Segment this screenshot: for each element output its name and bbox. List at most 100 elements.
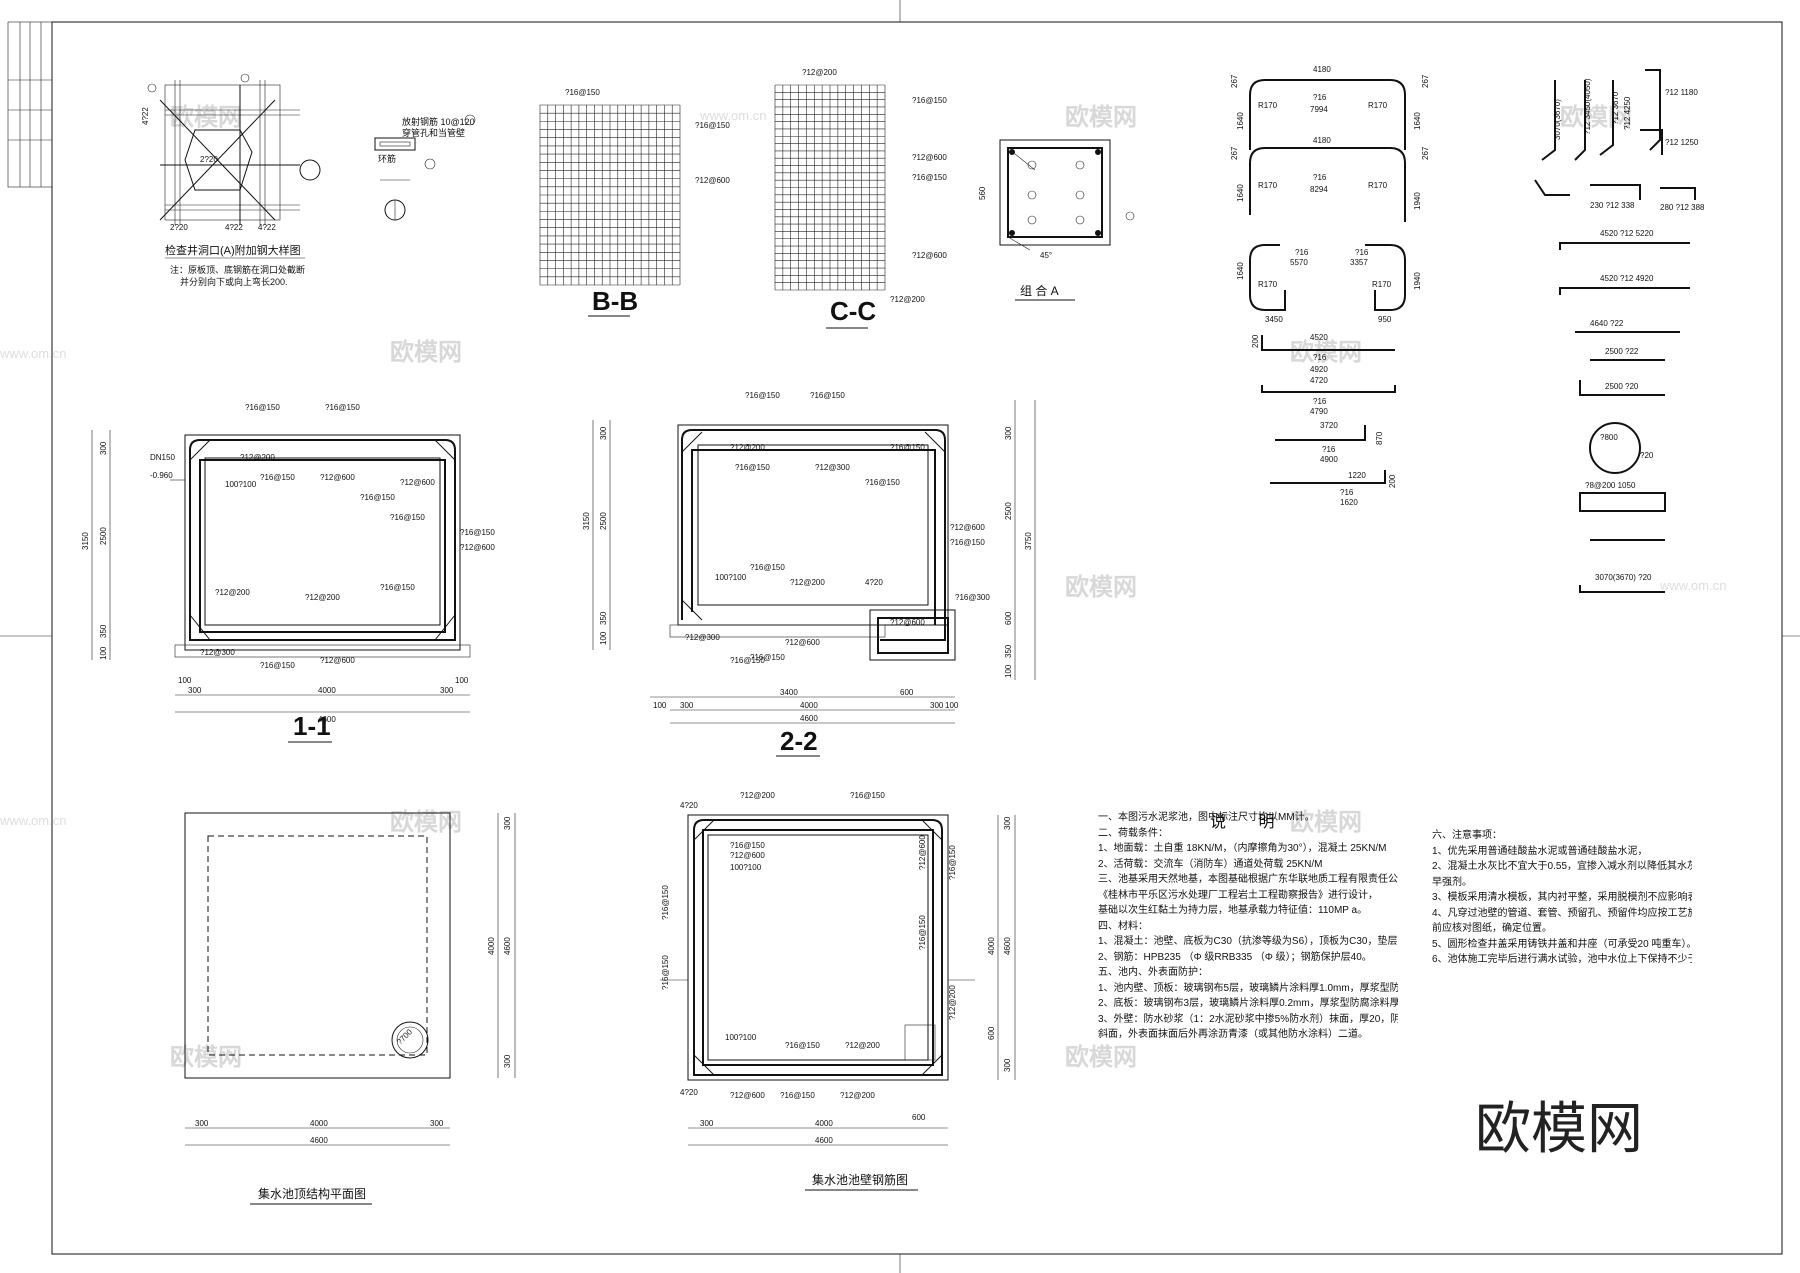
dim-label: 4?22 <box>258 223 276 232</box>
watermark-layer: 欧模网 欧模网 欧模网 欧模网 欧模网 欧模网 欧模网 欧模网 欧模网 欧模网 … <box>0 103 1726 1160</box>
svg-text:1640: 1640 <box>1236 112 1245 130</box>
svg-text:5570: 5570 <box>1290 258 1308 267</box>
bar-label: ?12@200 <box>890 295 925 304</box>
note-line: 《桂林市平乐区污水处理厂工程岩土工程勘察报告》进行设计， <box>1098 889 1378 901</box>
svg-text:2500 ?22: 2500 ?22 <box>1605 347 1639 356</box>
svg-text:100: 100 <box>99 646 108 660</box>
svg-text:100?100: 100?100 <box>715 573 747 582</box>
svg-text:300: 300 <box>1004 426 1013 440</box>
watermark: 欧模网 <box>1065 103 1137 131</box>
svg-text:?16@150: ?16@150 <box>360 493 395 502</box>
svg-text:?12@200: ?12@200 <box>215 588 250 597</box>
watermark: 欧模网 <box>1065 573 1137 601</box>
svg-text:R170: R170 <box>1368 181 1388 190</box>
dim-label: 2?20 <box>200 155 218 164</box>
svg-text:?16@150: ?16@150 <box>890 443 925 452</box>
svg-text:3750: 3750 <box>1024 532 1033 550</box>
svg-text:?12@600: ?12@600 <box>320 473 355 482</box>
svg-text:100: 100 <box>599 631 608 645</box>
dim-label: 4?22 <box>225 223 243 232</box>
note-line: 1、池内壁、顶板：玻璃钢布5层，玻璃鳞片涂料厚1.0mm，厚浆型防腐涂料厚1.0… <box>1098 982 1398 994</box>
svg-text:?16@150: ?16@150 <box>948 845 957 880</box>
svg-text:2-2: 2-2 <box>780 726 818 756</box>
svg-text:4600: 4600 <box>318 715 336 724</box>
svg-text:?12@200: ?12@200 <box>305 593 340 602</box>
svg-text:4600: 4600 <box>800 714 818 723</box>
svg-text:?16: ?16 <box>1313 353 1327 362</box>
svg-text:?16@150: ?16@150 <box>750 563 785 572</box>
svg-text:?16@150: ?16@150 <box>865 478 900 487</box>
svg-text:300: 300 <box>680 701 694 710</box>
svg-text:267: 267 <box>1230 146 1239 160</box>
svg-text:300: 300 <box>503 1054 512 1068</box>
svg-text:?16@150: ?16@150 <box>245 403 280 412</box>
cc-title: C-C <box>830 296 876 326</box>
svg-text:?12@300: ?12@300 <box>200 648 235 657</box>
svg-text:?16: ?16 <box>1340 488 1354 497</box>
svg-text:?16: ?16 <box>1313 93 1327 102</box>
svg-text:4900: 4900 <box>1320 455 1338 464</box>
notes-title: 说 明 <box>1210 814 1289 831</box>
svg-text:300: 300 <box>1003 1058 1012 1072</box>
svg-text:?16@150: ?16@150 <box>325 403 360 412</box>
svg-text:600: 600 <box>900 688 914 697</box>
svg-text:R170: R170 <box>1372 280 1392 289</box>
svg-text:?16@150: ?16@150 <box>730 841 765 850</box>
svg-text:R170: R170 <box>1368 101 1388 110</box>
svg-text:?12@600: ?12@600 <box>730 851 765 860</box>
svg-text:4?20: 4?20 <box>680 1088 698 1097</box>
svg-text:7994: 7994 <box>1310 105 1328 114</box>
svg-text:?12@200: ?12@200 <box>240 453 275 462</box>
svg-text:?12@600: ?12@600 <box>918 835 927 870</box>
svg-text:4920: 4920 <box>1310 365 1328 374</box>
svg-text:?16@150: ?16@150 <box>735 463 770 472</box>
note-line: 一、本图污水泥浆池，图中标注尺寸均以MM计。 <box>1098 812 1315 823</box>
svg-text:3720: 3720 <box>1320 421 1338 430</box>
svg-text:100: 100 <box>1004 664 1013 678</box>
svg-text:4000: 4000 <box>815 1119 833 1128</box>
svg-text:4000: 4000 <box>800 701 818 710</box>
svg-text:1640: 1640 <box>1236 262 1245 280</box>
svg-text:4520 ?12 4920: 4520 ?12 4920 <box>1600 274 1654 283</box>
svg-text:300: 300 <box>599 426 608 440</box>
svg-text:100: 100 <box>178 676 192 685</box>
svg-text:R170: R170 <box>1258 280 1278 289</box>
svg-text:集水池顶结构平面图: 集水池顶结构平面图 <box>258 1186 366 1201</box>
svg-text:?16@300: ?16@300 <box>955 593 990 602</box>
svg-text:3150: 3150 <box>582 512 591 530</box>
svg-text:?12@600: ?12@600 <box>730 1091 765 1100</box>
svg-text:4000: 4000 <box>318 686 336 695</box>
svg-text:300: 300 <box>195 1119 209 1128</box>
svg-text:4600: 4600 <box>1003 937 1012 955</box>
note-line: 1、优先采用普通硅酸盐水泥或普通硅酸盐水泥， <box>1432 845 1648 857</box>
wall-plan: 4?20 ?12@200 ?16@150 ?16@150 ?12@600 100… <box>660 791 1016 1191</box>
svg-text:1640: 1640 <box>1413 112 1422 130</box>
svg-text:100?100: 100?100 <box>730 863 762 872</box>
svg-text:R170: R170 <box>1258 181 1278 190</box>
svg-text:3357: 3357 <box>1350 258 1368 267</box>
svg-text:200: 200 <box>1388 474 1397 488</box>
svg-text:4180: 4180 <box>1313 136 1331 145</box>
svg-text:300: 300 <box>440 686 454 695</box>
svg-text:4600: 4600 <box>503 937 512 955</box>
watermark: 欧模网 <box>1290 808 1362 836</box>
note-line: 斜面，外表面抹面后外再涂沥青漆（或其他防水涂料）二道。 <box>1098 1029 1368 1040</box>
dim-label: 4?22 <box>141 107 150 125</box>
note-line: 前应核对图纸，确定位置。 <box>1432 923 1552 934</box>
svg-text:300: 300 <box>503 816 512 830</box>
svg-text:?700: ?700 <box>395 1027 414 1046</box>
svg-text:4600: 4600 <box>815 1136 833 1145</box>
note-line: 3、外壁：防水砂浆（1：2水泥砂浆中掺5%防水剂）抹面，厚20，阴角处抹45° <box>1098 1013 1398 1025</box>
svg-text:?16: ?16 <box>1295 248 1309 257</box>
watermark: 欧模网 <box>390 338 462 366</box>
svg-text:4?20: 4?20 <box>680 801 698 810</box>
svg-text:?12 3450(4050): ?12 3450(4050) <box>1583 78 1592 135</box>
svg-text:230 ?12 338: 230 ?12 338 <box>1590 201 1635 210</box>
svg-text:2500: 2500 <box>599 512 608 530</box>
bar-label: ?16@150 <box>695 121 730 130</box>
svg-text:?16@150: ?16@150 <box>390 513 425 522</box>
watermark-url: www.om.cn <box>0 346 66 361</box>
section-2-2: ?16@150 ?16@150 ?12@200 ?16@150 ?12@300 … <box>582 391 1036 757</box>
svg-text:300: 300 <box>700 1119 714 1128</box>
